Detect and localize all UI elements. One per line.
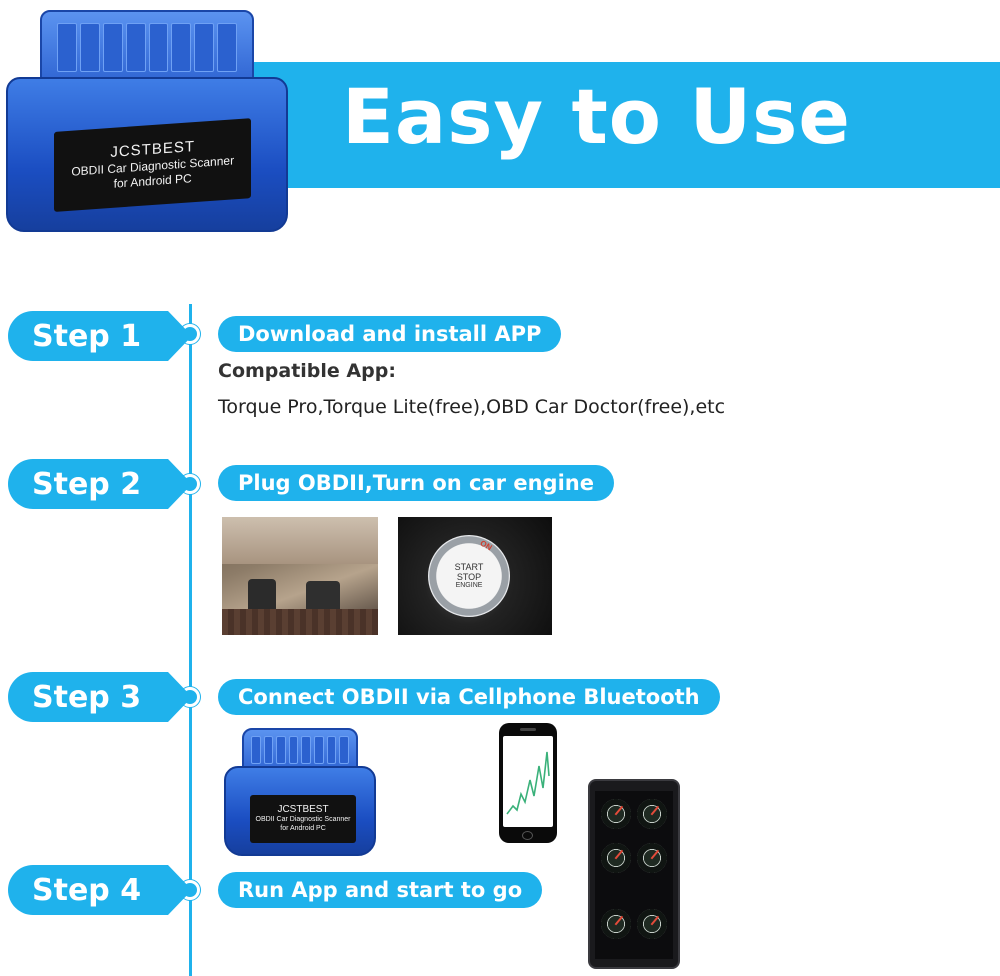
gauge-icon xyxy=(637,909,667,939)
device-small-line1: OBDII Car Diagnostic Scanner xyxy=(255,816,351,824)
step-3-title: Connect OBDII via Cellphone Bluetooth xyxy=(218,679,720,715)
step-4-title: Run App and start to go xyxy=(218,872,543,908)
step-2-badge: Step 2 xyxy=(8,459,192,509)
step-3-badge: Step 3 xyxy=(8,672,192,722)
device-small-brand: JCSTBEST xyxy=(277,803,329,815)
start-stop-button-photo: START STOP ENGINE ON xyxy=(398,517,552,635)
banner-title: Easy to Use xyxy=(342,72,851,161)
compatible-app-label: Compatible App: xyxy=(218,360,396,382)
header-banner xyxy=(212,62,1000,188)
engine-label: ENGINE xyxy=(455,582,483,590)
obd-device-small-image: JCSTBEST OBDII Car Diagnostic Scanner fo… xyxy=(224,728,376,856)
timeline-line xyxy=(189,304,192,976)
signal-graph-icon xyxy=(506,751,550,815)
smartphone-icon xyxy=(499,723,557,843)
app-gauges-phone xyxy=(588,779,680,969)
gauge-icon xyxy=(601,909,631,939)
step-4-badge: Step 4 xyxy=(8,865,192,915)
start-label: START xyxy=(454,561,484,572)
step-1-title: Download and install APP xyxy=(218,316,562,352)
gauge-icon xyxy=(601,799,631,829)
step-1-badge: Step 1 xyxy=(8,311,192,361)
compatible-app-list: Torque Pro,Torque Lite(free),OBD Car Doc… xyxy=(218,396,726,418)
step-2-title: Plug OBDII,Turn on car engine xyxy=(218,465,614,501)
device-label: JCSTBEST OBDII Car Diagnostic Scanner fo… xyxy=(53,118,252,213)
car-pedals-photo xyxy=(222,517,378,635)
device-small-line2: for Android PC xyxy=(280,825,326,833)
gauge-icon xyxy=(637,843,667,873)
gauge-icon xyxy=(637,799,667,829)
obd-device-image: JCSTBEST OBDII Car Diagnostic Scanner fo… xyxy=(6,10,288,232)
stop-label: STOP xyxy=(456,571,482,582)
device-small-label: JCSTBEST OBDII Car Diagnostic Scanner fo… xyxy=(249,794,357,844)
gauge-icon xyxy=(601,843,631,873)
